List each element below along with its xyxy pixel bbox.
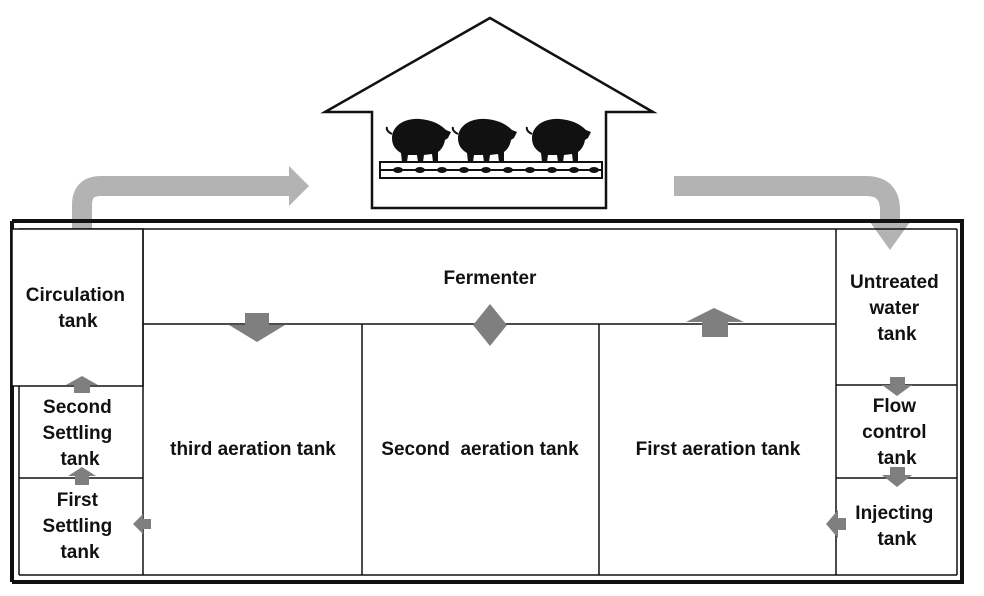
first-settling-tank-label: First Settling tank [43, 490, 118, 563]
arrow-left-icon [133, 514, 151, 534]
arrow-up-icon [66, 376, 98, 393]
fermenter-label: Fermenter [444, 268, 538, 289]
arrow-down-icon [229, 313, 285, 342]
pig-icon [525, 118, 591, 162]
arrow-up-icon [686, 308, 744, 337]
return-arrow [72, 166, 309, 244]
effluent-arrow [674, 176, 910, 250]
pig-barn [320, 16, 658, 210]
treatment-frame [10, 219, 964, 584]
pig-icon [385, 118, 451, 162]
first-aeration-tank-label: First aeration tank [636, 439, 801, 460]
pig-icon [451, 118, 517, 162]
untreated-water-tank-label: Untreated water tank [850, 272, 944, 345]
flow-control-tank-label: Flow control tank [862, 396, 932, 469]
injecting-tank-label: Injecting tank [855, 503, 938, 550]
arrow-left-icon [826, 510, 846, 538]
second-settling-tank-label: Second Settling tank [43, 397, 118, 470]
circulation-tank-label: Circulation tank [26, 285, 131, 332]
second-aeration-tank-label: Second aeration tank [381, 439, 579, 460]
double-arrow-icon [473, 304, 507, 346]
arrow-up-icon [68, 467, 96, 485]
flow-arrows [66, 304, 912, 538]
arrow-down-icon [882, 377, 912, 396]
barn-outline [320, 16, 658, 210]
arrow-down-icon [882, 467, 912, 487]
third-aeration-tank-label: third aeration tank [170, 439, 336, 460]
slat-holes [393, 167, 599, 173]
